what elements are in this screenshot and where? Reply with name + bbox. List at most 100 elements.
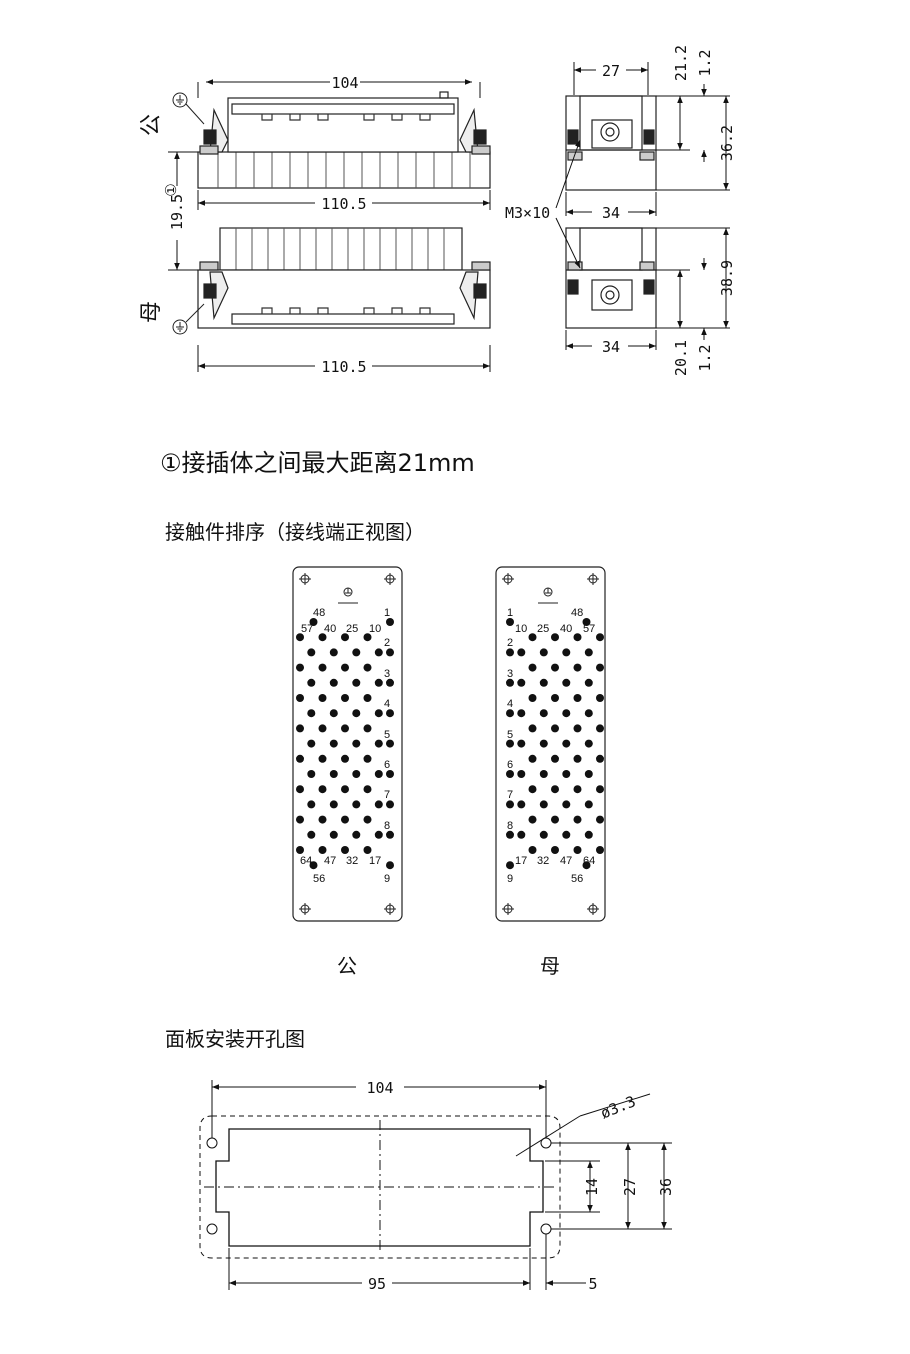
contact-dot <box>517 800 526 809</box>
dim-104-side: 104 <box>331 74 358 92</box>
dim-34-mid: 34 <box>602 204 620 222</box>
contact-dot <box>584 678 593 687</box>
dim-panel-5: 5 <box>588 1275 597 1293</box>
male-caption: 公 <box>337 954 357 978</box>
dim-19-5: 19.5 <box>168 194 186 230</box>
contact-dot <box>307 830 316 839</box>
contact-dot <box>573 785 582 794</box>
contact-dot <box>329 830 338 839</box>
contact-dot <box>386 830 394 839</box>
end-view-top <box>565 95 657 191</box>
contact-dot <box>562 678 571 687</box>
gap-note-mark: ① <box>162 183 180 196</box>
dim-21-2: 21.2 <box>672 45 690 81</box>
male-pin-2: 2 <box>384 637 390 649</box>
contact-dot <box>296 846 304 854</box>
contact-dot <box>352 678 361 687</box>
contact-dot <box>517 648 526 657</box>
contact-dot <box>363 846 372 854</box>
dim-36-2: 36.2 <box>718 125 736 161</box>
contact-dot <box>551 846 559 854</box>
male-pin-56: 56 <box>313 873 325 885</box>
panel-section-title: 面板安装开孔图 <box>165 1027 305 1051</box>
male-pin-25: 25 <box>346 623 358 635</box>
contact-dot <box>528 754 537 763</box>
contact-dot <box>374 709 383 718</box>
female-pin-5: 5 <box>507 729 513 741</box>
contact-dot <box>562 770 571 778</box>
contact-dot <box>573 815 582 824</box>
contact-dot <box>363 633 372 642</box>
contact-dot <box>386 709 394 718</box>
female-pin-9: 9 <box>507 873 513 885</box>
male-pin-64: 64 <box>300 855 312 867</box>
male-pin-48: 48 <box>313 607 325 619</box>
contact-dot <box>539 709 548 718</box>
dim-panel-27: 27 <box>621 1178 639 1196</box>
contact-dot <box>374 648 383 657</box>
contact-dot <box>386 618 394 626</box>
contact-dot <box>562 648 571 657</box>
contact-dot <box>528 846 537 854</box>
male-pin-40: 40 <box>324 623 336 635</box>
contact-dot <box>528 633 537 642</box>
contact-dot <box>307 770 316 778</box>
female-pin-40: 40 <box>560 623 572 635</box>
end-view-bottom <box>565 227 657 329</box>
dim-panel-104: 104 <box>366 1079 393 1097</box>
male-pin-17: 17 <box>369 855 381 867</box>
contact-dot <box>551 754 559 763</box>
contact-dot <box>318 754 327 763</box>
contact-dot <box>539 648 548 657</box>
contact-dot <box>374 678 383 687</box>
dim-110-5-male: 110.5 <box>321 195 366 213</box>
female-pin-47: 47 <box>560 855 572 867</box>
male-contact-dots <box>296 618 394 870</box>
contact-section-title: 接触件排序（接线端正视图） <box>165 520 425 544</box>
contact-dot <box>296 663 304 672</box>
male-pin-57: 57 <box>301 623 313 635</box>
contact-dot <box>562 739 571 748</box>
female-pin-48: 48 <box>571 607 583 619</box>
contact-dot <box>539 830 548 839</box>
contact-dot <box>329 648 338 657</box>
female-side-label: 母 <box>139 301 164 323</box>
contact-dot <box>352 739 361 748</box>
male-pin-labels: 48 1 57 40 25 10 2 3 4 5 6 7 8 64 47 32 … <box>300 607 390 885</box>
contact-dot <box>341 633 349 642</box>
contact-dot <box>573 633 582 642</box>
contact-dot <box>506 770 514 778</box>
contact-dot <box>341 754 349 763</box>
contact-dot <box>318 724 327 733</box>
contact-dot <box>506 739 514 748</box>
contact-dot <box>517 830 526 839</box>
contact-dot <box>352 800 361 809</box>
dim-panel-14: 14 <box>583 1178 601 1196</box>
contact-dot <box>352 770 361 778</box>
female-pin-7: 7 <box>507 789 513 801</box>
contact-dot <box>539 678 548 687</box>
male-contact-plate <box>292 566 403 922</box>
contact-dot <box>318 785 327 794</box>
contact-dot <box>374 830 383 839</box>
contact-dot <box>341 846 349 854</box>
female-pin-3: 3 <box>507 668 513 680</box>
contact-dot <box>296 815 304 824</box>
contact-dot <box>573 724 582 733</box>
contact-dot <box>363 815 372 824</box>
contact-dot <box>307 739 316 748</box>
contact-dot <box>573 754 582 763</box>
contact-dot <box>341 724 349 733</box>
contact-dot <box>386 770 394 778</box>
contact-dot <box>596 663 604 672</box>
dim-panel-95: 95 <box>368 1275 386 1293</box>
female-pin-56: 56 <box>571 873 583 885</box>
female-side-view <box>197 227 491 329</box>
contact-dot <box>517 739 526 748</box>
dim-panel-36: 36 <box>657 1178 675 1196</box>
contact-dot <box>551 815 559 824</box>
contact-dot <box>296 754 304 763</box>
contact-dot <box>551 694 559 702</box>
female-contact-plate <box>495 566 606 922</box>
